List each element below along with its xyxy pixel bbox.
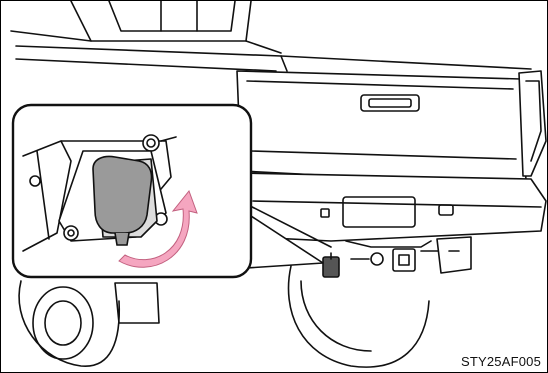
mud-flap-left xyxy=(115,283,159,323)
connector-cover xyxy=(93,157,152,234)
cab-window xyxy=(11,1,281,53)
tail-lamp xyxy=(519,71,546,176)
mud-flap-right xyxy=(437,237,471,273)
trailer-connector-location xyxy=(323,253,339,277)
tailgate xyxy=(237,71,526,183)
figure-code: STY25AF005 xyxy=(461,354,541,369)
rear-bumper xyxy=(241,173,546,241)
hitch-receiver xyxy=(346,241,447,271)
rear-wheel-right xyxy=(289,266,430,367)
rear-wheel-left xyxy=(19,281,119,366)
